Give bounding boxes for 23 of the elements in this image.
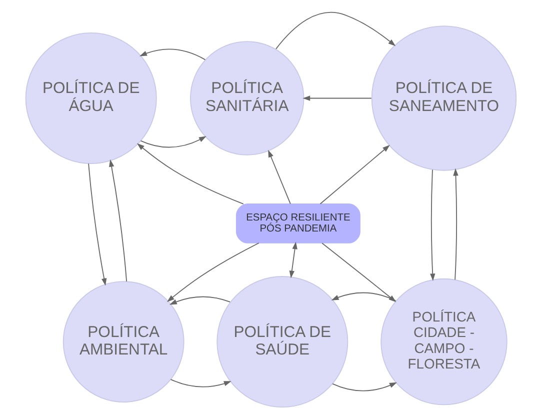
arrow <box>166 242 259 302</box>
node-circle: POLÍTICA DE ÁGUA <box>24 32 156 164</box>
node-circle: POLÍTICA DE SANEAMENTO <box>370 26 516 171</box>
node-circle: POLÍTICA CIDADE - CAMPO - FLORESTA <box>380 278 507 406</box>
arrow <box>268 150 290 204</box>
node-circle: POLÍTICA SANITÁRIA <box>190 41 304 156</box>
arrow <box>136 143 244 204</box>
arrow <box>302 96 372 101</box>
arrow <box>170 378 231 388</box>
node-circle: POLÍTICA DE SAÚDE <box>216 276 348 408</box>
arrow <box>452 168 458 280</box>
arrow <box>275 12 396 50</box>
arrow <box>138 48 206 60</box>
arrow <box>88 163 106 286</box>
arrow <box>288 242 297 278</box>
arrow <box>319 144 390 204</box>
arrow <box>168 296 230 305</box>
node-box: ESPAÇO RESILIENTE PÓS PANDEMIA <box>235 204 360 244</box>
arrow <box>332 382 396 392</box>
arrow <box>108 159 127 282</box>
node-circle: POLÍTICA AMBIENTAL <box>62 281 184 402</box>
arrow <box>140 136 206 148</box>
arrow <box>430 169 435 282</box>
